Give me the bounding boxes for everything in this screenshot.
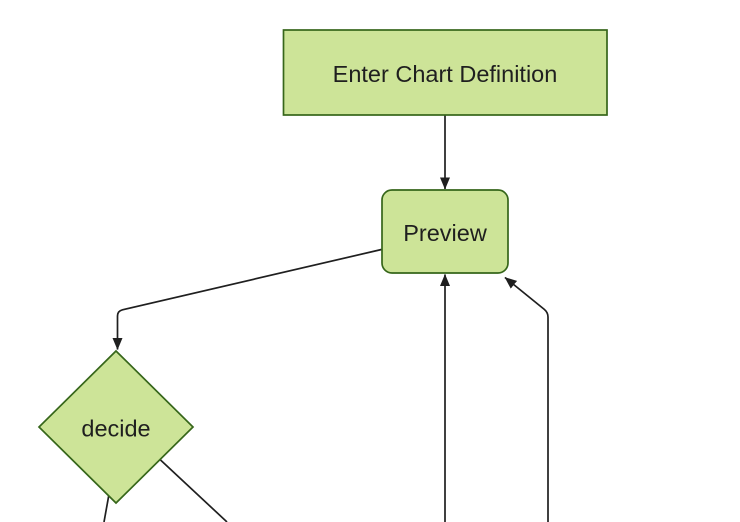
edge-decide-out-right xyxy=(159,458,228,522)
node-enter-chart-definition-label: Enter Chart Definition xyxy=(333,61,558,87)
edge-layer xyxy=(103,115,549,522)
node-enter-chart-definition: Enter Chart Definition xyxy=(282,29,608,116)
node-preview: Preview xyxy=(381,189,509,274)
node-enter-chart-definition-shape xyxy=(282,29,608,116)
edge-return-right-to-preview xyxy=(504,276,549,522)
node-preview-label: Preview xyxy=(403,220,488,246)
node-decide-label: decide xyxy=(81,416,150,442)
node-decide: decide xyxy=(37,349,195,505)
node-preview-shape xyxy=(381,189,509,274)
node-decide-shape xyxy=(37,349,195,505)
edge-preview-to-decide xyxy=(112,248,382,350)
edge-decide-out-left xyxy=(103,495,110,522)
